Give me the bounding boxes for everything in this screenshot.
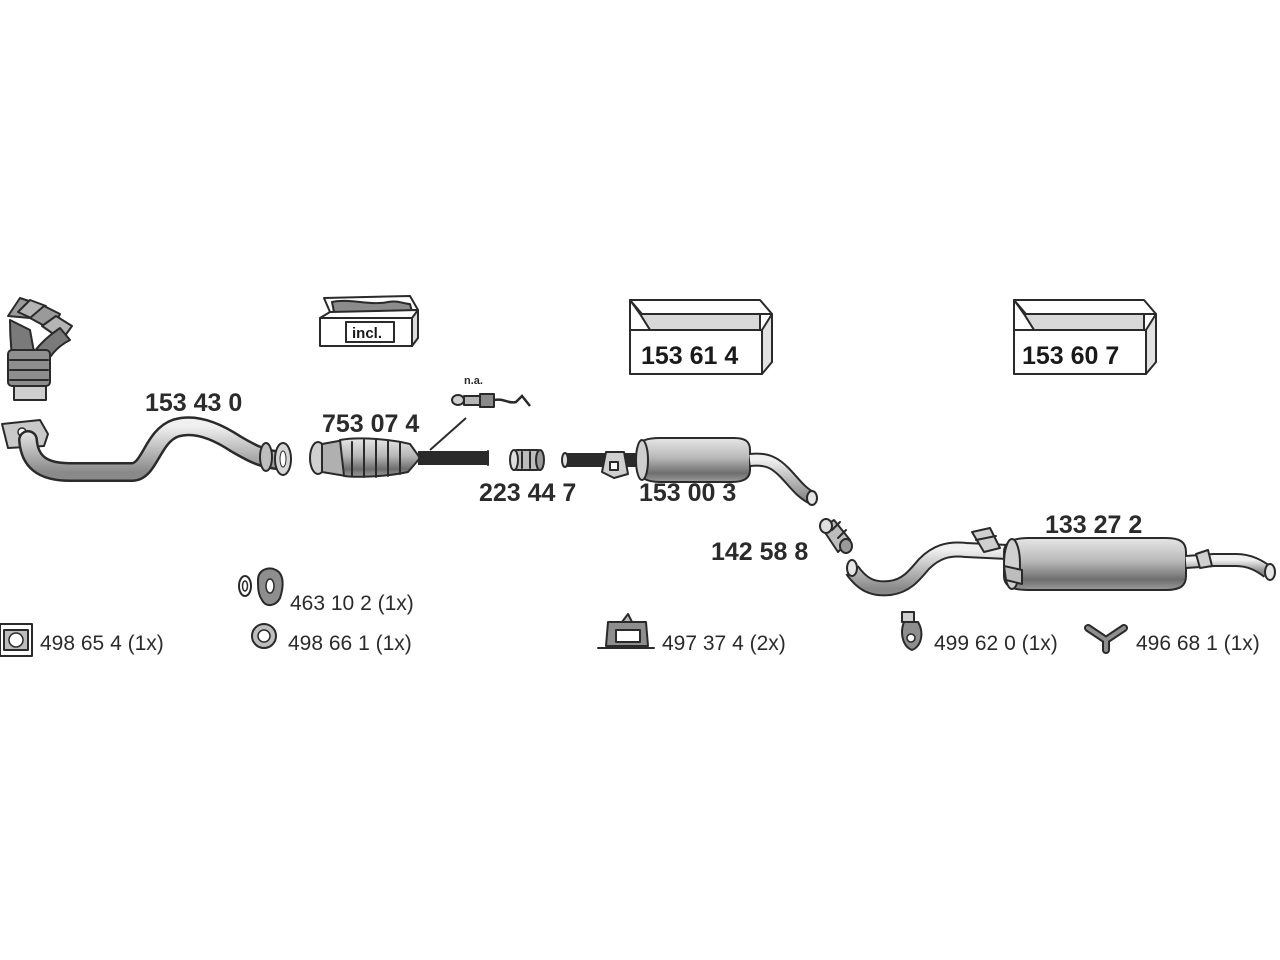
mount-icon[interactable]	[597, 613, 655, 649]
label-connector: 142 58 8	[711, 538, 808, 566]
label-rubber-mount: 499 62 0 (1x)	[934, 632, 1058, 655]
front-pipe[interactable]	[1, 416, 292, 482]
connector-clamp[interactable]	[819, 518, 853, 554]
label-catalyst: 753 07 4	[322, 410, 419, 438]
mount-icon[interactable]	[901, 611, 923, 651]
label-kit-middle: 153 61 4	[641, 342, 738, 370]
catalyst-icon[interactable]	[309, 437, 489, 478]
label-kit-rear: 153 60 7	[1022, 342, 1119, 370]
sensor-pointer-line	[429, 417, 467, 451]
clamp-icon[interactable]	[509, 449, 545, 471]
label-ring-gasket: 498 66 1 (1x)	[288, 632, 412, 655]
box-icon	[1013, 299, 1157, 375]
label-clamp: 223 44 7	[479, 479, 576, 507]
label-y-hanger: 496 68 1 (1x)	[1136, 632, 1260, 655]
gasket-icon[interactable]	[0, 623, 33, 657]
middle-silencer[interactable]	[561, 437, 818, 506]
rear-silencer[interactable]	[845, 527, 1276, 597]
gasket-icon[interactable]	[251, 623, 277, 649]
box-icon	[629, 299, 773, 375]
manifold-icon[interactable]	[7, 297, 73, 401]
label-kit-incl: incl.	[352, 325, 382, 342]
label-flange-gasket: 498 65 4 (1x)	[40, 632, 164, 655]
label-front-pipe: 153 43 0	[145, 389, 242, 417]
gasket-icon[interactable]	[238, 567, 284, 606]
label-rear-silencer: 133 27 2	[1045, 511, 1142, 539]
label-mount-bracket: 497 37 4 (2x)	[662, 632, 786, 655]
label-middle-silencer: 153 00 3	[639, 479, 736, 507]
label-sensor-note: n.a.	[464, 375, 483, 387]
lambda-sensor-icon[interactable]	[451, 393, 531, 408]
box-icon	[319, 295, 419, 347]
label-gasket-pair: 463 10 2 (1x)	[290, 592, 414, 615]
y-hanger-icon[interactable]	[1084, 624, 1128, 654]
